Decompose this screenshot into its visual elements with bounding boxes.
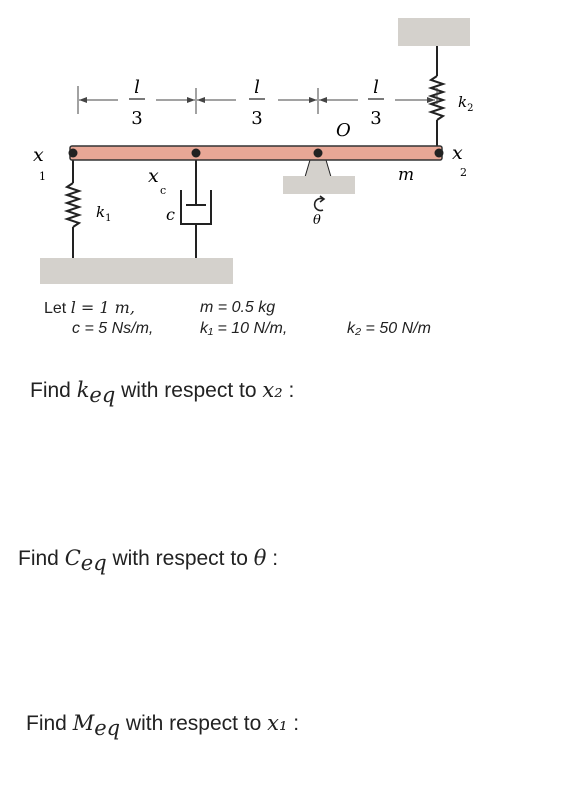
svg-text:l: l bbox=[134, 77, 140, 98]
svg-text:2: 2 bbox=[460, 166, 467, 179]
spring-k1 bbox=[63, 158, 83, 258]
given-m: m = 0.5 kg bbox=[200, 299, 276, 316]
question-ceq: Find Ceq with respect to θ : bbox=[18, 546, 279, 576]
xc-label: x c bbox=[148, 165, 166, 197]
dimension-label-1: l 3 bbox=[129, 77, 145, 129]
ceiling-support bbox=[398, 18, 470, 46]
k2-label: k2 bbox=[458, 93, 473, 114]
damper-c bbox=[180, 158, 212, 258]
dimension-label-3: l 3 bbox=[368, 77, 384, 129]
damper-joint bbox=[191, 148, 201, 158]
given-line-1: Let l = 1 m, bbox=[44, 299, 135, 318]
given-c: c = 5 Ns/m, bbox=[72, 320, 154, 337]
pivot-support bbox=[283, 159, 355, 194]
damper-label: c bbox=[166, 205, 175, 224]
dimension-lines bbox=[77, 86, 438, 114]
x1-label: x 1 bbox=[33, 144, 46, 183]
svg-text:3: 3 bbox=[370, 108, 381, 129]
rotation-arrow-icon bbox=[313, 195, 326, 212]
svg-text:x: x bbox=[452, 142, 463, 164]
ground bbox=[40, 258, 233, 284]
svg-text:1: 1 bbox=[39, 170, 46, 183]
given-k1: k₁ = 10 N/m, bbox=[200, 320, 288, 337]
angle-label: θ bbox=[313, 213, 321, 228]
question-keq: Find keq with respect to x₂ : bbox=[30, 378, 295, 408]
pivot-label: O bbox=[336, 120, 351, 141]
pivot-joint bbox=[313, 148, 323, 158]
svg-text:l: l bbox=[254, 77, 260, 98]
given-k2: k₂ = 50 N/m bbox=[347, 320, 431, 337]
x2-label: x 2 bbox=[452, 142, 467, 179]
mass-label: m bbox=[398, 165, 414, 185]
beam bbox=[69, 145, 443, 161]
svg-text:l: l bbox=[373, 77, 379, 98]
k1-label: k1 bbox=[96, 203, 111, 224]
given-prefix: Let bbox=[44, 300, 67, 317]
svg-text:3: 3 bbox=[251, 108, 262, 129]
dimension-label-2: l 3 bbox=[249, 77, 265, 129]
svg-text:c: c bbox=[160, 184, 166, 197]
svg-text:x: x bbox=[148, 165, 159, 187]
left-end-joint bbox=[68, 148, 78, 158]
right-end-joint bbox=[434, 148, 444, 158]
mechanism-diagram: l 3 l 3 l 3 O m θ c k1 k2 x 1 x 2 x c bbox=[33, 18, 473, 284]
svg-text:3: 3 bbox=[131, 108, 142, 129]
question-meq: Find Meq with respect to x₁ : bbox=[26, 711, 300, 741]
given-l: l = 1 m, bbox=[70, 298, 135, 317]
svg-text:x: x bbox=[33, 144, 44, 166]
